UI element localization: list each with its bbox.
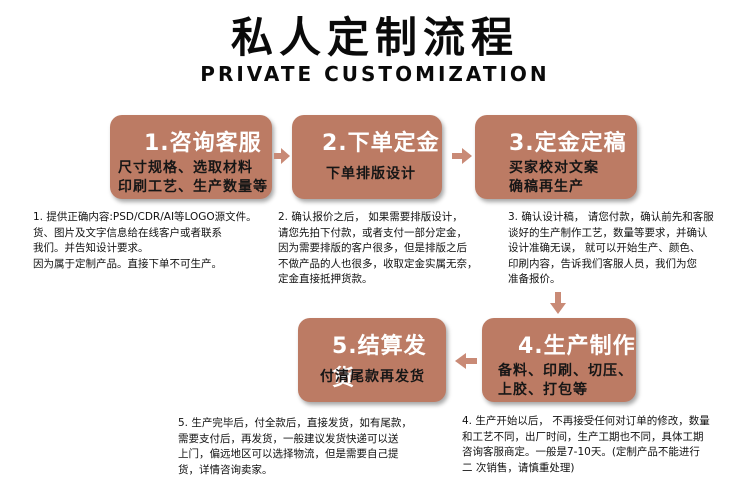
step-5-box: 5.结算发货 付清尾款再发货: [298, 318, 446, 402]
step-3-line-1: 买家校对文案: [509, 160, 599, 176]
step-2-line-1: 下单排版设计: [326, 166, 416, 182]
step-3-line-2: 确稿再生产: [509, 179, 584, 195]
step-2-description: 2. 确认报价之后， 如果需要排版设计， 请您先拍下付款，或者支付一部分定金， …: [278, 211, 478, 285]
arrow-left-icon: [455, 353, 477, 369]
step-1-description: 1. 提供正确内容:PSD/CDR/AI等LOGO源文件。 货、图片及文字信息给…: [33, 211, 257, 270]
step-2-box: 2.下单定金 下单排版设计: [292, 115, 442, 199]
step-4-title: 4.生产制作: [518, 334, 636, 359]
step-5-line-1: 付清尾款再发货: [320, 369, 425, 385]
step-3-box: 3.定金定稿 买家校对文案 确稿再生产: [475, 115, 637, 199]
step-4-description: 4. 生产开始以后， 不再接受任何对订单的修改，数量 和工艺不同，出厂时间，生产…: [462, 415, 710, 474]
step-2-title: 2.下单定金: [322, 131, 440, 156]
step-4-box: 4.生产制作 备料、印刷、切压、 上胶、打包等: [482, 318, 636, 402]
step-5-title: 5.结算发货: [332, 334, 427, 391]
page-subtitle: PRIVATE CUSTOMIZATION: [200, 62, 550, 86]
page-title: 私人定制流程: [230, 13, 519, 62]
step-1-box: 1.咨询客服 尺寸规格、选取材料 印刷工艺、生产数量等: [110, 115, 272, 199]
arrow-down-icon: [550, 292, 566, 314]
arrow-right-icon: [274, 148, 290, 164]
step-1-line-2: 印刷工艺、生产数量等: [118, 179, 268, 195]
step-4-line-1: 备料、印刷、切压、: [498, 363, 633, 379]
step-4-line-2: 上胶、打包等: [498, 382, 588, 398]
step-1-line-1: 尺寸规格、选取材料: [118, 160, 253, 176]
step-3-description: 3. 确认设计稿， 请您付款，确认前先和客服 谈好的生产制作工艺，数量等要求，并…: [508, 211, 714, 285]
step-5-description: 5. 生产完毕后，付全款后，直接发货，如有尾款， 需要支付后，再发货，一般建议发…: [178, 417, 412, 476]
step-1-title: 1.咨询客服: [144, 131, 262, 156]
step-3-title: 3.定金定稿: [509, 131, 627, 156]
arrow-right-icon: [452, 148, 472, 164]
